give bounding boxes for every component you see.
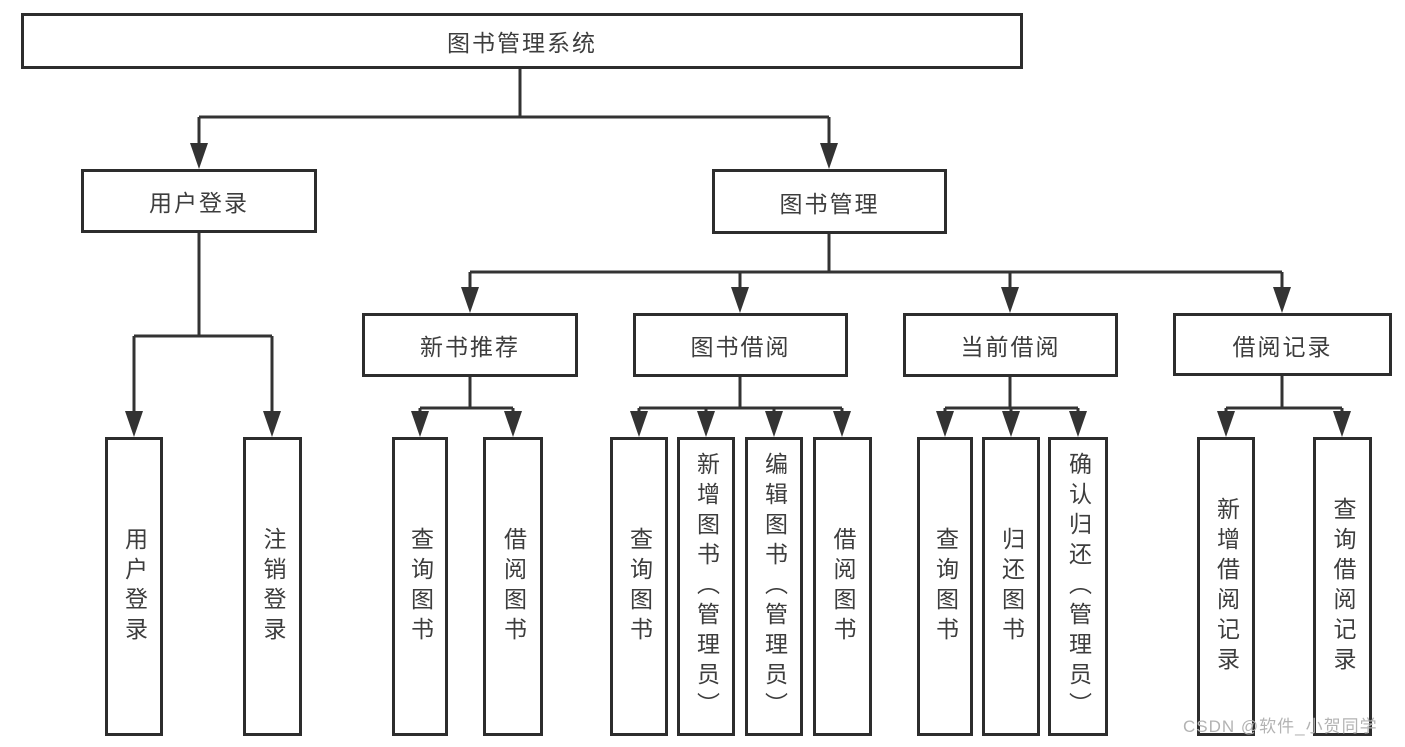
- node-leaf-query-borrow-record: 查询借阅记录: [1313, 437, 1372, 736]
- node-new-book-recommend: 新书推荐: [362, 313, 578, 377]
- node-label: 新书推荐: [420, 334, 520, 360]
- node-label: 查询图书: [407, 526, 434, 647]
- node-label: 新增图书（管理员）: [693, 451, 720, 722]
- node-label: 用户登录: [149, 190, 249, 216]
- node-book-management: 图书管理: [712, 169, 947, 234]
- node-label: 图书管理系统: [447, 30, 597, 56]
- node-label: 图书借阅: [690, 334, 791, 360]
- node-leaf-user-login: 用户登录: [105, 437, 163, 736]
- node-leaf-confirm-return-admin: 确认归还（管理员）: [1048, 437, 1108, 736]
- node-label: 图书管理: [779, 190, 880, 217]
- node-leaf-add-borrow-record: 新增借阅记录: [1197, 437, 1255, 736]
- node-leaf-borrow-books-1: 借阅图书: [483, 437, 543, 736]
- node-leaf-query-books-3: 查询图书: [917, 437, 973, 736]
- node-leaf-edit-books-admin: 编辑图书（管理员）: [745, 437, 803, 736]
- node-label: 新增借阅记录: [1213, 496, 1240, 677]
- node-leaf-query-books-1: 查询图书: [392, 437, 448, 736]
- node-label: 查询借阅记录: [1330, 496, 1356, 677]
- node-leaf-borrow-books-2: 借阅图书: [813, 437, 872, 736]
- node-label: 查询图书: [626, 526, 653, 647]
- node-user-login-group: 用户登录: [81, 169, 317, 233]
- node-book-management-system: 图书管理系统: [21, 13, 1023, 69]
- node-label: 用户登录: [121, 526, 148, 647]
- node-label: 借阅记录: [1232, 333, 1333, 360]
- node-leaf-add-books-admin: 新增图书（管理员）: [677, 437, 735, 736]
- node-label: 编辑图书（管理员）: [761, 451, 788, 722]
- node-current-borrowing: 当前借阅: [903, 313, 1118, 377]
- node-label: 当前借阅: [960, 334, 1061, 360]
- node-leaf-logout: 注销登录: [243, 437, 302, 736]
- node-label: 注销登录: [260, 526, 286, 647]
- node-leaf-return-books: 归还图书: [982, 437, 1040, 736]
- node-label: 借阅图书: [500, 526, 527, 647]
- node-book-borrowing: 图书借阅: [633, 313, 848, 377]
- node-label: 归还图书: [998, 526, 1025, 647]
- node-label: 借阅图书: [830, 526, 856, 647]
- node-borrow-records: 借阅记录: [1173, 313, 1392, 376]
- node-leaf-query-books-2: 查询图书: [610, 437, 668, 736]
- node-label: 确认归还（管理员）: [1065, 451, 1092, 722]
- node-label: 查询图书: [932, 526, 959, 647]
